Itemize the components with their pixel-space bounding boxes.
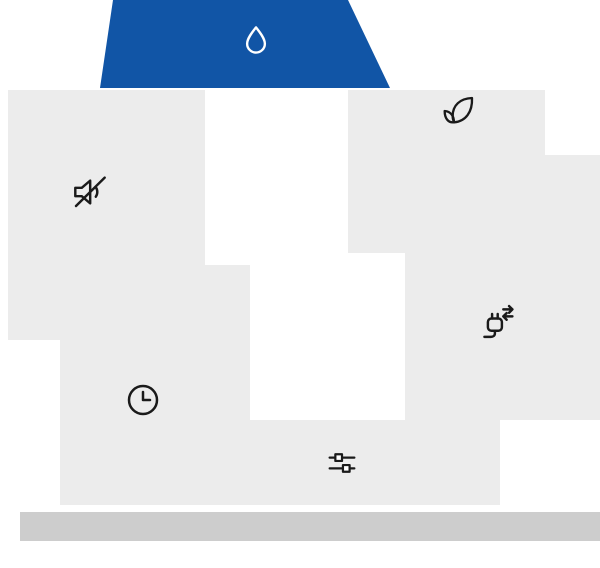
- clock-icon: [123, 380, 163, 420]
- power-source-button[interactable]: [475, 300, 519, 344]
- panel-settings: [205, 420, 500, 505]
- leaf-icon: [438, 92, 478, 132]
- timer-button[interactable]: [121, 378, 165, 422]
- eco-button[interactable]: [436, 90, 480, 134]
- speaker-muted-icon: [69, 171, 111, 213]
- header-banner: [100, 0, 390, 88]
- settings-button[interactable]: [320, 441, 364, 485]
- sliders-icon: [323, 444, 361, 482]
- bottom-bar: [20, 512, 600, 541]
- plug-swap-icon: [476, 301, 518, 343]
- panel-power: [405, 155, 600, 420]
- mute-button[interactable]: [68, 170, 112, 214]
- water-drop-icon: [237, 22, 275, 60]
